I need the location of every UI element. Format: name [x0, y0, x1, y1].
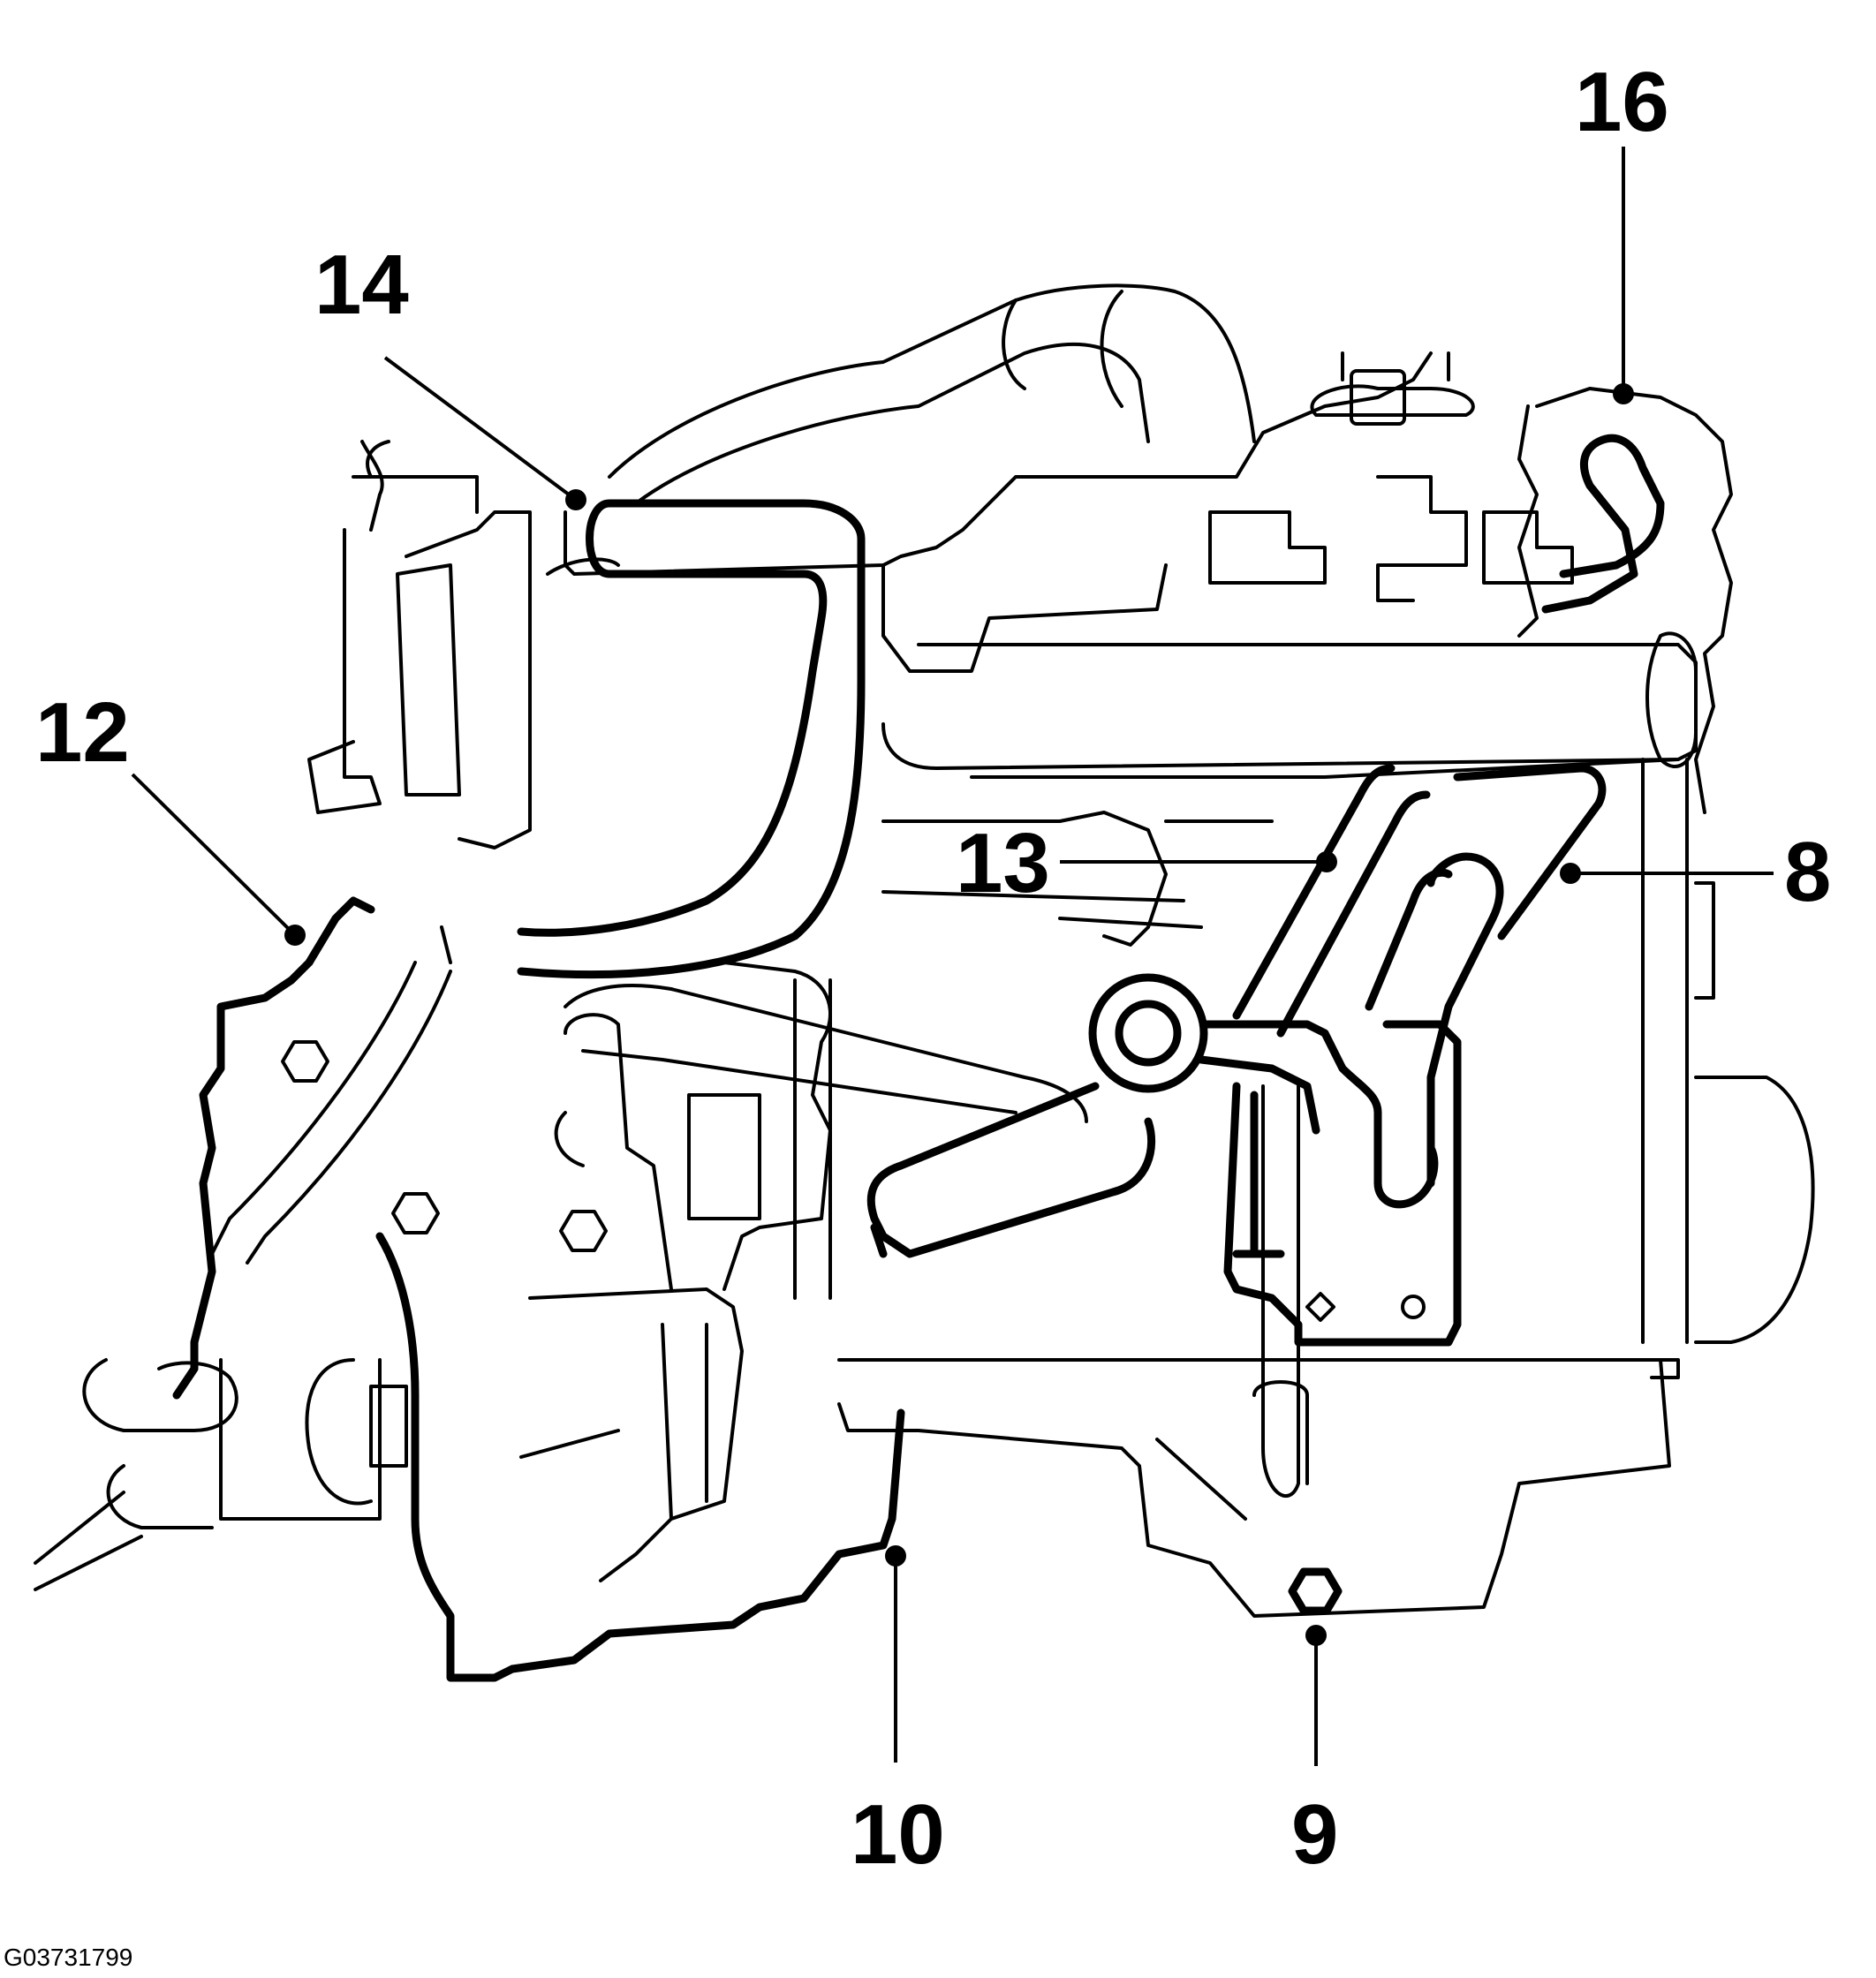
- callout-9: 9: [1291, 1787, 1338, 1882]
- callout-labels: 14 16 12 13 8 10 9 G03731799: [4, 55, 1831, 1971]
- hose-8: [1453, 764, 1607, 940]
- hose-13: [1232, 764, 1396, 1020]
- leader-dot-14: [565, 489, 586, 510]
- highlighted-hoses: [172, 434, 1665, 1682]
- hose-14: [517, 499, 866, 979]
- callout-12: 12: [35, 685, 130, 780]
- thermostat-ring: [1088, 973, 1208, 1093]
- leader-dot-10: [885, 1545, 906, 1567]
- callout-leaders: [131, 147, 1774, 1766]
- leader-dot-12: [284, 925, 306, 946]
- callout-14: 14: [314, 238, 409, 332]
- leader-dot-9: [1305, 1625, 1327, 1646]
- leader-dot-8: [1560, 863, 1581, 884]
- figure-id: G03731799: [4, 1944, 132, 1971]
- cover-10: [375, 1232, 905, 1682]
- callout-10: 10: [851, 1787, 945, 1882]
- callout-13: 13: [956, 816, 1050, 910]
- bracket-box: [1223, 1020, 1462, 1347]
- callout-16: 16: [1575, 55, 1669, 149]
- leader-dot-13: [1316, 851, 1337, 872]
- lower-hose: [866, 1082, 1156, 1258]
- callout-8: 8: [1784, 825, 1831, 919]
- bracket-12: [172, 896, 375, 1400]
- engine-outline: [34, 283, 1815, 1618]
- leader-dot-16: [1613, 383, 1634, 404]
- hose-16: [1541, 434, 1665, 614]
